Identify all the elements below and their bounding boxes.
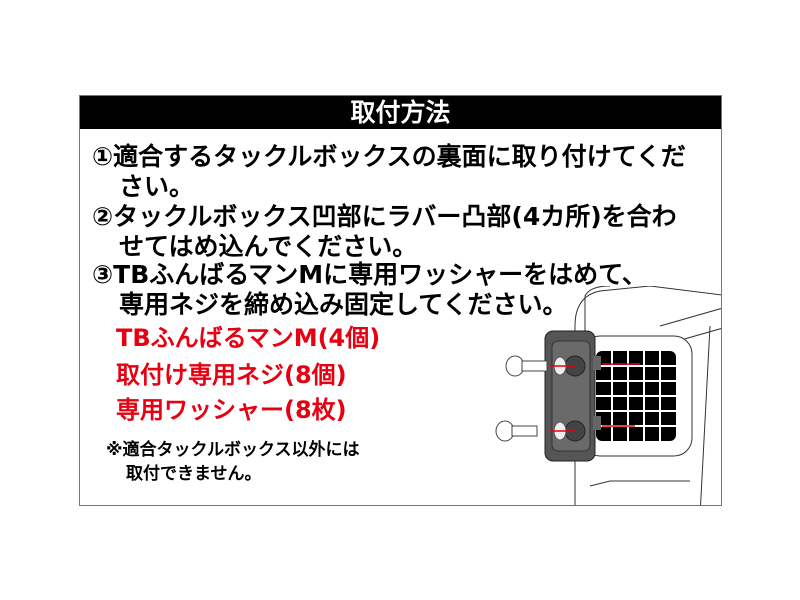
note-line2: 取付できません。 bbox=[126, 464, 262, 484]
note: ※適合タックルボックス以外には 取付できません。 bbox=[106, 438, 360, 486]
step-3-line1: ③TBふんばるマンMに専用ワッシャーをはめて、 bbox=[92, 260, 647, 289]
step-1: ①適合するタックルボックスの裏面に取り付けてくだ さい。 bbox=[92, 142, 686, 202]
note-line1: ※適合タックルボックス以外には bbox=[106, 440, 360, 460]
step-3: ③TBふんばるマンMに専用ワッシャーをはめて、 専用ネジを締め込み固定してくださ… bbox=[92, 260, 647, 320]
instruction-panel: 取付方法 ①適合するタックルボックスの裏面に取り付けてくだ さい。 ②タックルボ… bbox=[79, 95, 722, 506]
page-title: 取付方法 bbox=[80, 96, 721, 129]
step-1-line1: ①適合するタックルボックスの裏面に取り付けてくだ bbox=[92, 142, 686, 171]
tackle-box-outline bbox=[574, 286, 721, 505]
part-item: 取付け専用ネジ(8個) bbox=[116, 361, 347, 389]
step-3-line2: 専用ネジを締め込み固定してください。 bbox=[119, 290, 568, 319]
arrow-icon bbox=[550, 363, 640, 432]
installation-illustration bbox=[495, 286, 721, 505]
part-item: 専用ワッシャー(8枚) bbox=[116, 396, 347, 424]
step-2: ②タックルボックス凹部にラバー凸部(4カ所)を合わ せてはめ込んでください。 bbox=[92, 202, 677, 262]
step-2-line1: ②タックルボックス凹部にラバー凸部(4カ所)を合わ bbox=[92, 202, 677, 231]
screw-icon bbox=[495, 355, 548, 442]
rubber-pad bbox=[544, 330, 601, 462]
part-item: TBふんばるマンM(4個) bbox=[116, 324, 381, 352]
step-2-line2: せてはめ込んでください。 bbox=[119, 232, 418, 261]
step-1-line2: さい。 bbox=[119, 172, 195, 201]
